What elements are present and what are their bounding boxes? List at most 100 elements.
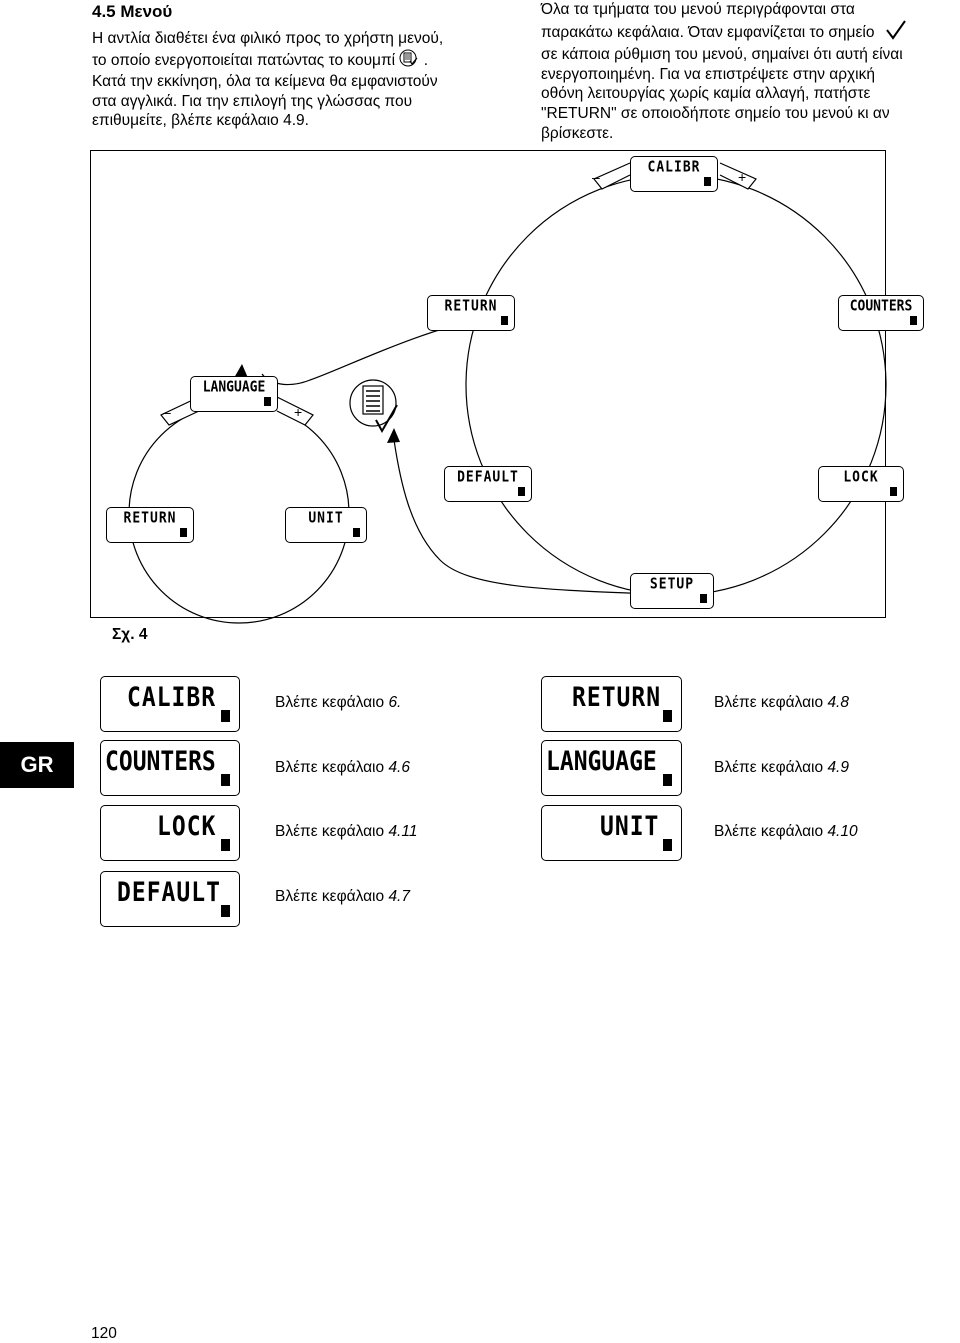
lcd-text: COUNTERS xyxy=(105,747,216,777)
lcd-text: LANGUAGE xyxy=(546,747,657,777)
lcd-indicator xyxy=(700,594,707,603)
lcd-indicator xyxy=(180,528,187,537)
lcd-indicator xyxy=(910,316,917,325)
ref-lcd-return: RETURN xyxy=(541,676,682,732)
lcd-indicator xyxy=(353,528,360,537)
lcd-counters: COUNTERS xyxy=(838,295,924,331)
main-menu-circle xyxy=(465,174,887,596)
ref-lcd-calibr: CALIBR xyxy=(100,676,240,732)
lcd-indicator xyxy=(518,487,525,496)
minus-label: – xyxy=(163,404,171,420)
lcd-text: SETUP xyxy=(649,575,695,594)
text-span: το οποίο ενεργοποιείται πατώντας το κουμ… xyxy=(92,51,396,69)
ref-label: Βλέπε κεφάλαιο xyxy=(714,759,828,776)
text-span: παρακάτω κεφάλαια. Όταν εμφανίζεται το σ… xyxy=(541,23,875,41)
text-line: το οποίο ενεργοποιείται πατώντας το κουμ… xyxy=(92,49,512,73)
lcd-setup: SETUP xyxy=(630,573,714,609)
lcd-text: LANGUAGE xyxy=(202,378,266,397)
lcd-indicator xyxy=(663,774,672,786)
ref-lcd-language: LANGUAGE xyxy=(541,740,682,796)
lcd-indicator xyxy=(663,710,672,722)
lcd-default: DEFAULT xyxy=(444,466,532,502)
setup-to-menu-curve xyxy=(393,439,677,596)
lcd-text: RETURN xyxy=(444,297,498,316)
lcd-lock: LOCK xyxy=(818,466,904,502)
menu-key-icon xyxy=(349,379,398,434)
minus-tab xyxy=(593,162,631,190)
lcd-text: DEFAULT xyxy=(457,468,519,487)
ref-text-lock: Βλέπε κεφάλαιο 4.11 xyxy=(275,823,417,841)
minus-tab xyxy=(160,396,200,426)
figure-label: Σχ. 4 xyxy=(112,626,148,643)
lcd-return: RETURN xyxy=(427,295,515,331)
lcd-text: UNIT xyxy=(308,509,344,528)
ref-text-return: Βλέπε κεφάλαιο 4.8 xyxy=(714,694,849,712)
lcd-return-language: RETURN xyxy=(106,507,194,543)
text-line: Κατά την εκκίνηση, όλα τα κείμενα θα εμφ… xyxy=(92,73,438,91)
lcd-indicator xyxy=(221,905,230,917)
ref-label: Βλέπε κεφάλαιο xyxy=(714,823,828,840)
lcd-indicator xyxy=(221,774,230,786)
ref-text-calibr: Βλέπε κεφάλαιο 6. xyxy=(275,694,401,712)
plus-tab xyxy=(276,396,314,426)
ref-chapter: 6. xyxy=(388,694,402,711)
lcd-indicator xyxy=(221,839,230,851)
minus-label: – xyxy=(592,169,600,185)
page-number: 120 xyxy=(91,1325,117,1342)
ref-lcd-unit: UNIT xyxy=(541,805,682,861)
text-line: επιθυμείτε, βλέπε κεφάλαιο 4.9. xyxy=(92,112,309,130)
lcd-text: CALIBR xyxy=(647,158,701,177)
lcd-text: CALIBR xyxy=(127,683,217,713)
ref-label: Βλέπε κεφάλαιο xyxy=(275,823,389,840)
ref-chapter: 4.6 xyxy=(388,759,410,776)
checkmark-icon xyxy=(885,20,907,46)
lcd-text: LOCK xyxy=(157,812,217,842)
lcd-unit: UNIT xyxy=(285,507,367,543)
lcd-indicator xyxy=(704,177,711,186)
lcd-indicator xyxy=(221,710,230,722)
ref-label: Βλέπε κεφάλαιο xyxy=(275,888,389,905)
ref-chapter: 4.7 xyxy=(388,888,410,905)
menu-button-icon xyxy=(399,49,419,73)
intro-left-paragraph: Η αντλία διαθέτει ένα φιλικό προς το χρή… xyxy=(92,29,512,131)
text-line: σε κάποια ρύθμιση του μενού, σημαίνει ότ… xyxy=(541,46,903,64)
lcd-indicator xyxy=(663,839,672,851)
lcd-text: UNIT xyxy=(600,812,660,842)
text-line: "RETURN" σε οποιοδήποτε σημείο του μενού… xyxy=(541,104,890,122)
ref-text-counters: Βλέπε κεφάλαιο 4.6 xyxy=(275,759,410,777)
lcd-text: DEFAULT xyxy=(117,878,221,908)
plus-tab xyxy=(719,162,757,190)
ref-chapter: 4.11 xyxy=(388,823,418,840)
ref-lcd-counters: COUNTERS xyxy=(100,740,240,796)
section-heading: 4.5 Μενού xyxy=(92,2,173,21)
text-line: οθόνη λειτουργίας χωρίς καμία αλλαγή, πα… xyxy=(541,85,871,103)
text-line: Όλα τα τμήματα του μενού περιγράφονται σ… xyxy=(541,1,855,18)
lcd-text: COUNTERS xyxy=(849,297,913,316)
lcd-indicator xyxy=(890,487,897,496)
lcd-indicator xyxy=(501,316,508,325)
ref-text-unit: Βλέπε κεφάλαιο 4.10 xyxy=(714,823,858,841)
lcd-text: LOCK xyxy=(843,468,879,487)
ref-text-language: Βλέπε κεφάλαιο 4.9 xyxy=(714,759,849,777)
ref-label: Βλέπε κεφάλαιο xyxy=(275,694,389,711)
ref-text-default: Βλέπε κεφάλαιο 4.7 xyxy=(275,888,410,906)
ref-label: Βλέπε κεφάλαιο xyxy=(275,759,389,776)
arrowhead-icon xyxy=(234,364,248,378)
ref-label: Βλέπε κεφάλαιο xyxy=(714,694,828,711)
plus-label: + xyxy=(738,169,747,185)
arrowhead-icon xyxy=(387,428,400,443)
language-side-tab: GR xyxy=(0,742,74,788)
text-line: βρίσκεστε. xyxy=(541,124,614,142)
ref-chapter: 4.10 xyxy=(827,823,858,840)
lcd-calibr: CALIBR xyxy=(630,156,718,192)
plus-label: + xyxy=(294,404,303,420)
lcd-indicator xyxy=(264,397,271,406)
ref-chapter: 4.9 xyxy=(827,759,849,776)
text-line: ενεργοποιημένη. Για να επιστρέψετε στην … xyxy=(541,65,875,83)
ref-lcd-default: DEFAULT xyxy=(100,871,240,927)
text-line: παρακάτω κεφάλαια. Όταν εμφανίζεται το σ… xyxy=(541,20,960,46)
text-line: Η αντλία διαθέτει ένα φιλικό προς το χρή… xyxy=(92,30,444,47)
ref-chapter: 4.8 xyxy=(827,694,849,711)
intro-right-paragraph: Όλα τα τμήματα του μενού περιγράφονται σ… xyxy=(541,0,960,143)
text-span: . xyxy=(423,51,429,69)
